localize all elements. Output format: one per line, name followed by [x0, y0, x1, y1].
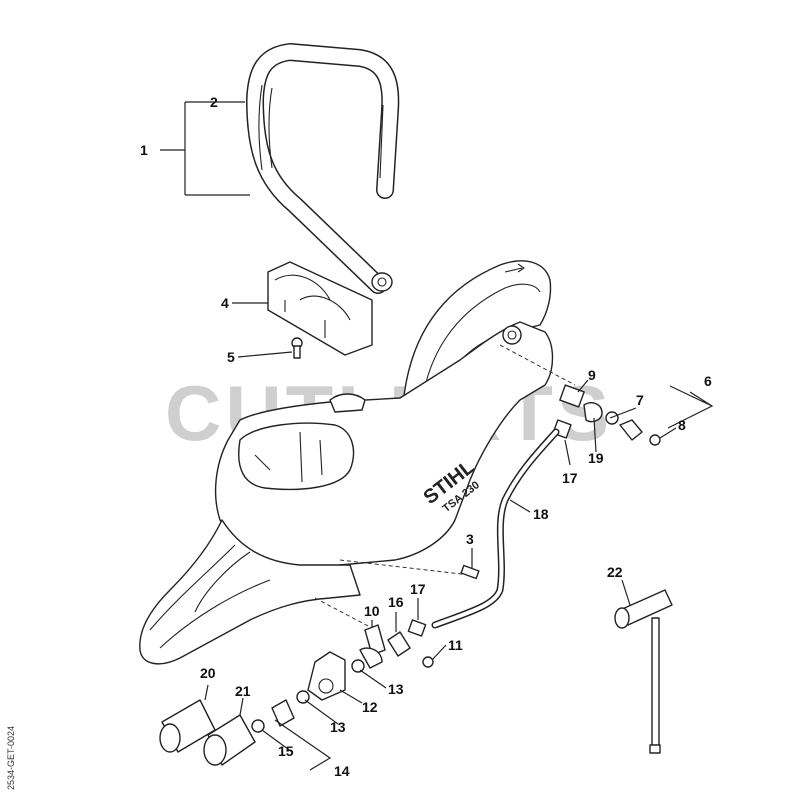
rotation-arrow-icon	[504, 263, 525, 273]
washer-part-13-upper	[351, 659, 365, 673]
right-fitting-cluster	[499, 344, 661, 446]
callout-17-lower: 17	[410, 581, 426, 597]
callout-20: 20	[200, 665, 216, 681]
callout-16: 16	[388, 594, 404, 610]
clip-part-17-lower	[407, 619, 427, 637]
callout-10: 10	[364, 603, 380, 619]
callout-3: 3	[466, 531, 474, 547]
handle-clamp-part	[267, 261, 373, 356]
connector-part-16	[387, 631, 411, 657]
valve-part-6	[619, 419, 643, 441]
rear-grip	[139, 519, 361, 665]
callout-14: 14	[334, 763, 350, 779]
callout-21: 21	[235, 683, 251, 699]
screw-part-11	[422, 656, 434, 668]
handle-tube-end	[371, 272, 393, 292]
callout-13-lower: 13	[330, 719, 346, 735]
callout-13-upper: 13	[388, 681, 404, 697]
nipple-part-15	[271, 699, 295, 727]
callout-11: 11	[448, 637, 463, 653]
rear-handle-opening	[238, 422, 355, 491]
callout-8: 8	[678, 417, 686, 433]
screw-part-5	[291, 337, 303, 359]
callout-9: 9	[588, 367, 596, 383]
lower-fitting-cluster	[159, 559, 480, 766]
drawing-number: 2534-GET-0024	[6, 726, 16, 790]
machine-housing: STIHL TSA 230	[139, 260, 554, 665]
elbow-fitting-19	[583, 402, 603, 423]
callout-2: 2	[210, 94, 218, 110]
screw-part-8	[649, 434, 661, 446]
callout-19: 19	[588, 450, 604, 466]
screw-part-3	[460, 564, 480, 580]
callout-15: 15	[278, 743, 294, 759]
callout-17-upper: 17	[562, 470, 578, 486]
valve-body-part-12	[307, 651, 346, 701]
callout-12: 12	[362, 699, 378, 715]
callout-4: 4	[221, 295, 229, 311]
leader-lines	[160, 101, 714, 771]
nut-part-9	[559, 384, 585, 408]
callout-18: 18	[533, 506, 549, 522]
callout-6: 6	[704, 373, 712, 389]
front-handle-bar	[246, 43, 400, 294]
combination-wrench	[614, 589, 673, 754]
bracket-part-10	[364, 624, 386, 656]
callout-5: 5	[227, 349, 235, 365]
callout-7: 7	[636, 392, 644, 408]
washer-part-7	[605, 411, 619, 425]
callout-labels: 1 2 3 4 5 6 7 8 9 10 11 12 13 13 14 15 1…	[140, 94, 712, 779]
callout-22: 22	[607, 564, 623, 580]
front-handle-assembly	[246, 43, 400, 294]
callout-1: 1	[140, 142, 148, 158]
